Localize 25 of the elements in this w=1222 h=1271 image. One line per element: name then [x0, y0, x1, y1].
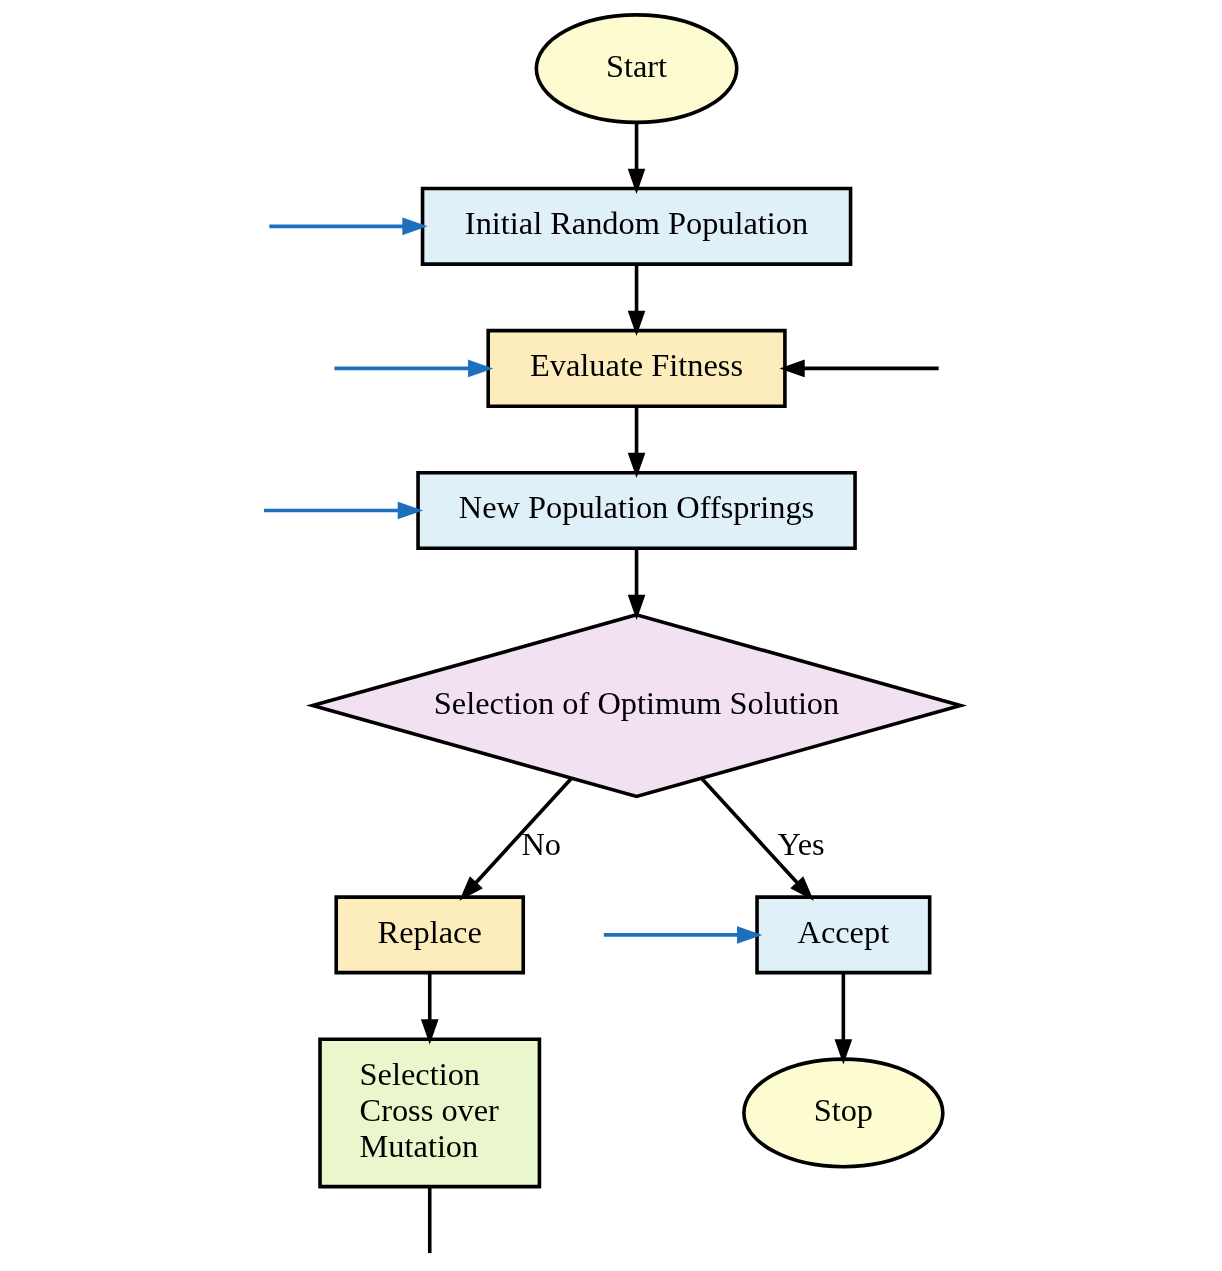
arrow	[269, 217, 428, 236]
arrow	[627, 548, 646, 621]
edge-label: Yes	[777, 825, 825, 862]
arrow	[779, 359, 939, 378]
arrow	[459, 777, 573, 901]
node-ellipse: Stop	[742, 1057, 945, 1169]
arrow	[627, 264, 646, 336]
arrow	[627, 406, 646, 478]
node-box: Accept	[755, 895, 932, 975]
node-box: Initial Random Population	[420, 186, 853, 266]
arrow	[334, 359, 494, 378]
arrow	[834, 972, 853, 1065]
node-box: Replace	[334, 895, 526, 975]
node-diamond: Selection of Optimum Solution	[305, 612, 968, 799]
arrow	[420, 972, 439, 1045]
node-box: Selection Cross over Mutation	[318, 1037, 542, 1189]
node-box: Evaluate Fitness	[486, 328, 787, 408]
connector	[427, 1187, 432, 1254]
arrow	[603, 926, 763, 944]
arrow	[700, 777, 814, 901]
node-box: New Population Offsprings	[416, 470, 857, 551]
node-ellipse: Start	[534, 13, 739, 125]
arrow	[263, 501, 423, 520]
arrow	[627, 122, 646, 194]
edge-label: No	[521, 825, 562, 862]
